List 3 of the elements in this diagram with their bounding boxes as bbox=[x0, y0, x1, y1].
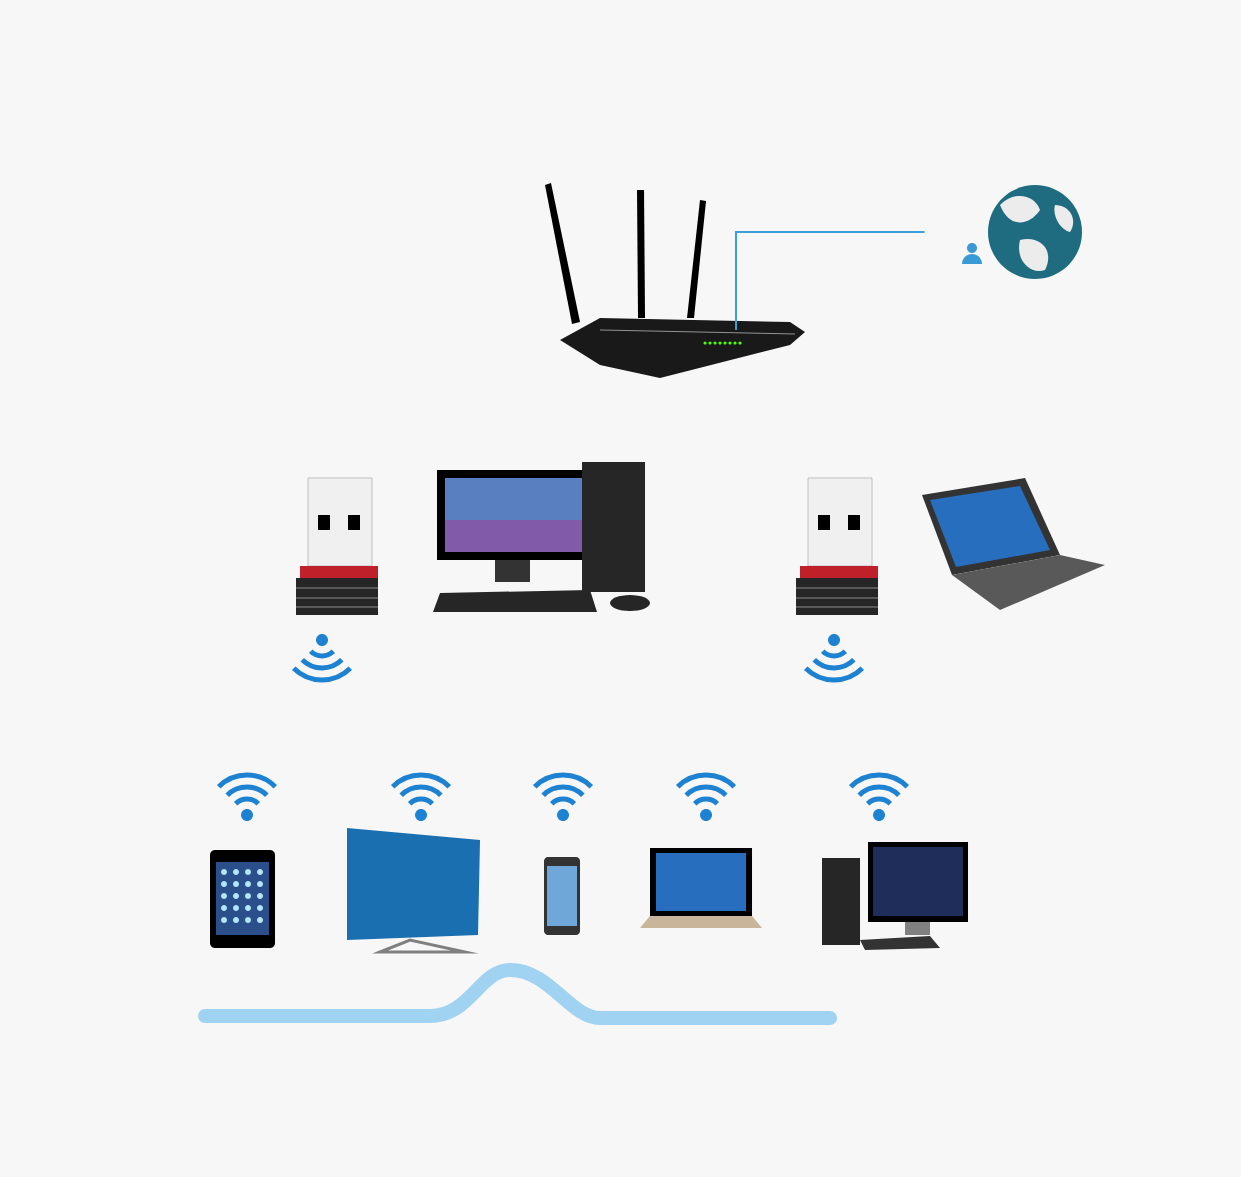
globe-drawing bbox=[962, 185, 1082, 279]
connection-line bbox=[735, 231, 926, 331]
router-drawing bbox=[545, 183, 805, 378]
